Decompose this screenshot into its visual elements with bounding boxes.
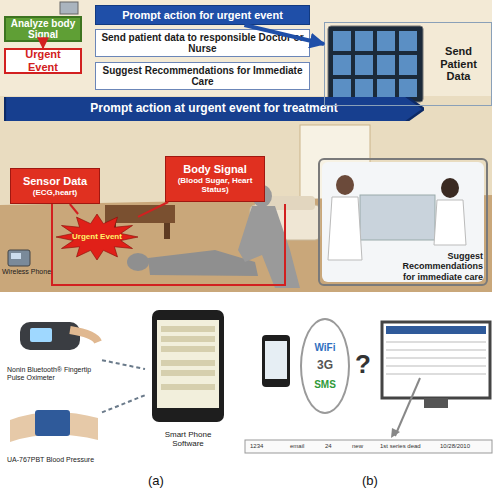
- doctor-head: [336, 175, 354, 195]
- person-head: [127, 253, 149, 271]
- device-label: Wireless Phone: [2, 268, 51, 276]
- node-subtitle: (Blood Sugar, Heart Status): [169, 176, 261, 194]
- leader-line: [395, 378, 420, 436]
- alert-burst: Urgent Event: [56, 214, 138, 260]
- header-band: Prompt action for urgent event: [95, 5, 310, 25]
- blood-pressure-cuff: [35, 410, 70, 436]
- connector: [138, 202, 168, 217]
- app-fields: [161, 326, 215, 390]
- connector: [102, 395, 145, 412]
- phone-screen: [157, 320, 219, 408]
- monitor-stand: [424, 398, 448, 408]
- node-title: Nonin Bluetooth® Fingertip Pulse Oximete…: [7, 366, 99, 382]
- node-title: Send Patient Data: [429, 45, 488, 83]
- node-title: Urgent Event: [9, 48, 77, 73]
- node-title: WiFi: [314, 342, 335, 354]
- table-cell: 1234: [250, 443, 263, 450]
- node-title: Sensor Data: [23, 175, 87, 188]
- phone-screen: [11, 253, 21, 259]
- arrow-banner: Prompt action at urgent event for treatm…: [4, 97, 424, 121]
- alarm-frame: [52, 204, 285, 285]
- nurse-uniform: [434, 200, 466, 245]
- table-header: [386, 326, 486, 334]
- table-cell: new: [352, 443, 363, 450]
- banner-shape: [4, 97, 424, 121]
- room-wall: [0, 0, 492, 292]
- node-title: Body Signal: [183, 163, 247, 176]
- signal-box: Body Signal(Blood Sugar, Heart Status): [165, 156, 265, 202]
- node-title: UA-767PBT Blood Pressure: [7, 456, 94, 464]
- process-box: Analyze body Signal: [4, 16, 82, 42]
- phone-screen: [265, 341, 287, 379]
- computer-icon: [60, 2, 78, 14]
- image-panel: Send Patient Data: [324, 22, 492, 106]
- image-panel: Suggest Recommendations for immediate ca…: [318, 158, 488, 286]
- table-cell: 1st series dead: [380, 443, 421, 450]
- question-mark: ?: [355, 350, 371, 379]
- action-box: Send patient data to responsible Doctor …: [95, 29, 310, 57]
- photo-background: [322, 162, 484, 282]
- node-title: Send patient data to responsible Doctor …: [99, 32, 306, 55]
- panel-label: (a): [148, 474, 164, 488]
- node-title: Smart Phone Software: [148, 430, 228, 448]
- device-image: Nonin Bluetooth® Fingertip Pulse Oximete…: [4, 316, 102, 384]
- node-title: Analyze body Signal: [9, 18, 77, 41]
- panel-label: (b): [362, 474, 378, 488]
- scan-images: [333, 31, 417, 97]
- monitor: [328, 26, 423, 102]
- sensor-box: Sensor Data(ECG,heart): [10, 168, 100, 204]
- alert-box: Urgent Event: [4, 48, 82, 74]
- node-subtitle: 3G: [317, 359, 333, 373]
- node-title: Urgent Event: [72, 232, 122, 241]
- connector: [70, 204, 78, 214]
- table-cell: 10/28/2010: [440, 443, 470, 450]
- network-options: WiFi 3G SMS: [300, 318, 350, 414]
- node-title: Prompt action for urgent event: [122, 9, 283, 22]
- burst-shape: [56, 214, 138, 260]
- node-title: Prompt action at urgent event for treatm…: [90, 102, 337, 116]
- table-leg: [164, 223, 170, 239]
- table-rows: [386, 342, 486, 374]
- table-cell: email: [290, 443, 304, 450]
- nurse-head: [441, 178, 459, 198]
- leader-head: [391, 428, 400, 438]
- device-image: Smart Phone Software: [145, 306, 231, 450]
- smart-phone: [152, 310, 224, 422]
- oximeter-display: [30, 328, 52, 342]
- table-cell: 24: [325, 443, 332, 450]
- node-subtitle: SMS: [314, 379, 336, 391]
- monitor: [382, 322, 490, 398]
- phone-icon: [8, 250, 30, 266]
- connector: [102, 360, 145, 369]
- action-box: Suggest Recommendations for Immediate Ca…: [95, 62, 310, 90]
- record-strip: [245, 440, 492, 453]
- node-title: Suggest Recommendations for immediate ca…: [402, 251, 483, 282]
- medical-cabinet: [360, 195, 435, 240]
- finger: [70, 330, 98, 342]
- doctor-coat: [328, 197, 362, 260]
- person-kneeling: [238, 206, 300, 288]
- node-subtitle: (ECG,heart): [33, 188, 77, 197]
- device-image: UA-767PBT Blood Pressure: [4, 398, 102, 466]
- node-title: Suggest Recommendations for Immediate Ca…: [99, 65, 306, 88]
- smart-phone: [262, 335, 290, 387]
